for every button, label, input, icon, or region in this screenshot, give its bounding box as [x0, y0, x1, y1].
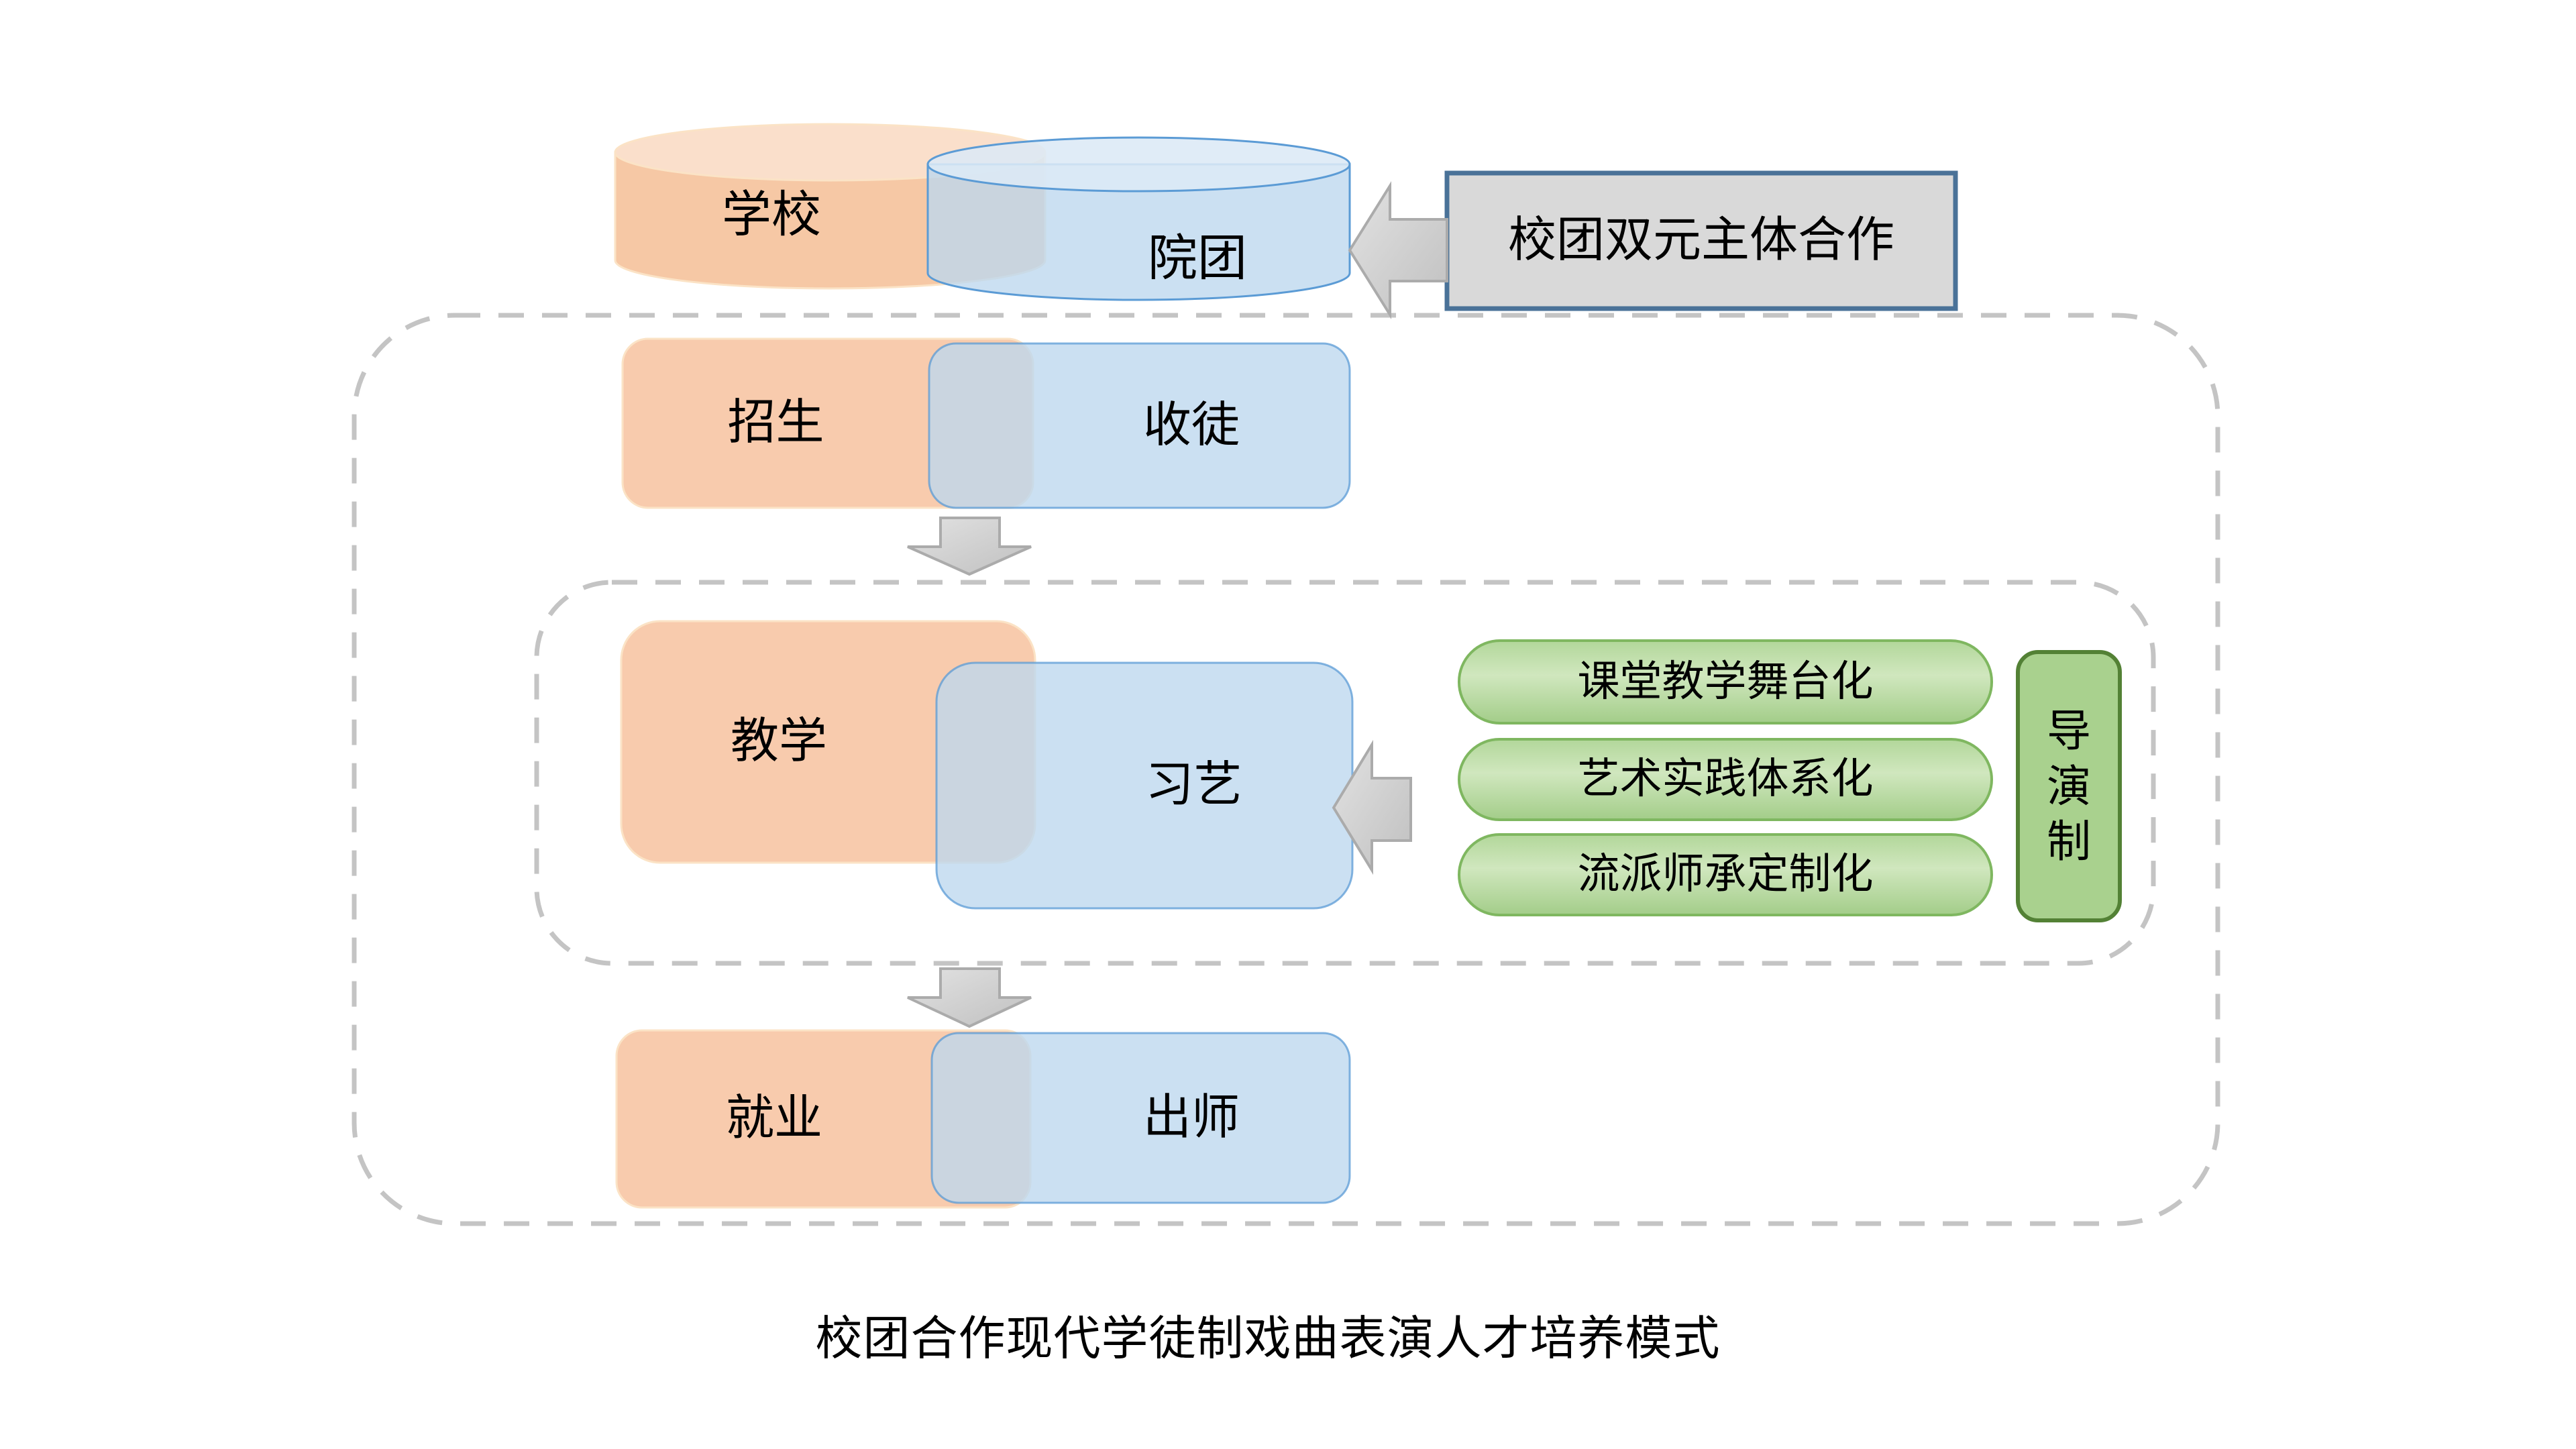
arrow-left-cooperation-icon — [1348, 181, 1448, 319]
employment-label: 就业 — [725, 1091, 822, 1146]
troupe-cylinder — [926, 136, 1351, 301]
teaching-label: 教学 — [730, 714, 827, 769]
graduation-label: 出师 — [1142, 1090, 1240, 1144]
troupe-label: 院团 — [1148, 230, 1247, 286]
director-system-box — [2016, 650, 2122, 922]
method-pill-1 — [1458, 639, 1993, 724]
apprentice-label: 收徒 — [1142, 398, 1240, 452]
outer-dashed-boundary — [352, 313, 2220, 1226]
graduation-box — [930, 1032, 1351, 1204]
enroll-label: 招生 — [727, 396, 824, 450]
director-system-label: 导演制 — [2047, 706, 2091, 867]
method-pill-3 — [1458, 833, 1993, 916]
cooperation-box — [1444, 170, 1958, 311]
practice-label: 习艺 — [1145, 758, 1242, 812]
arrow-down-stage1-icon — [907, 517, 1032, 576]
method-pill-3-label: 流派师承定制化 — [1577, 851, 1874, 898]
arrow-left-methods-icon — [1332, 739, 1412, 875]
arrow-down-stage2-icon — [907, 967, 1032, 1028]
method-pill-2-label: 艺术实践体系化 — [1577, 755, 1874, 803]
apprentice-box — [928, 342, 1351, 509]
inner-dashed-boundary — [534, 580, 2156, 966]
diagram-caption: 校团合作现代学徒制戏曲表演人才培养模式 — [815, 1311, 1721, 1364]
method-pill-2 — [1458, 738, 1993, 821]
school-label: 学校 — [722, 186, 821, 243]
cooperation-label: 校团双元主体合作 — [1507, 213, 1894, 268]
method-pill-1-label: 课堂教学舞台化 — [1577, 657, 1874, 705]
